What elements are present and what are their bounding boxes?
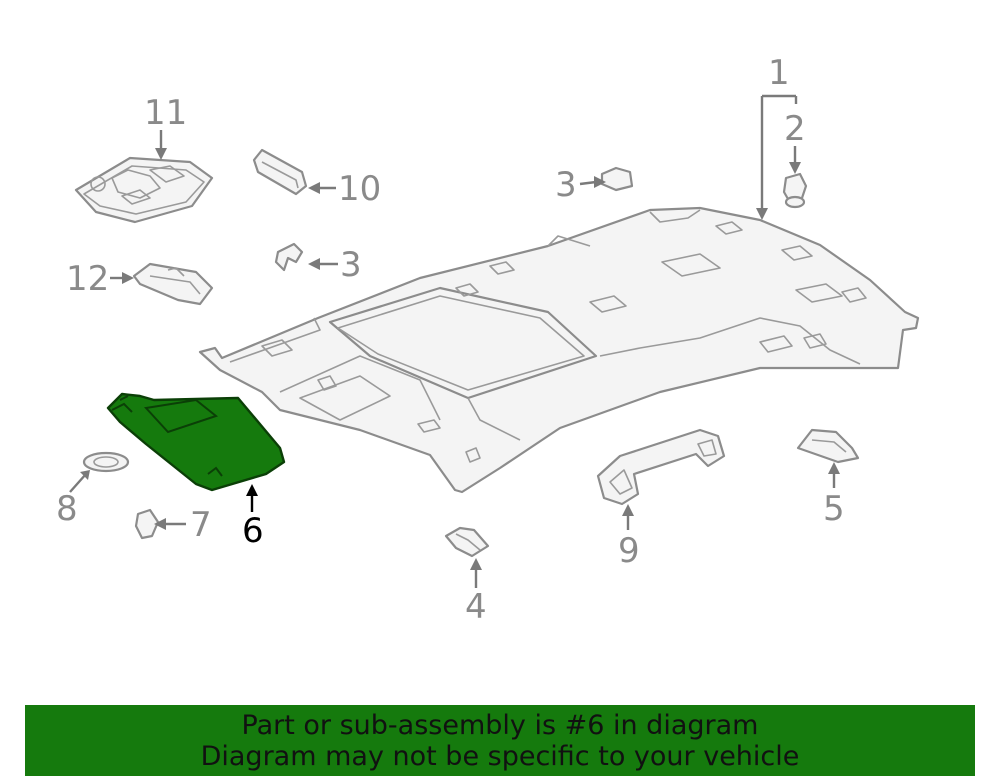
callout-8: 8 xyxy=(56,489,78,529)
retainer-part xyxy=(782,172,808,209)
parts-diagram: 1 2 3 3 4 5 6 7 8 9 10 11 12 xyxy=(56,53,920,627)
visor-holder-part xyxy=(82,451,130,473)
callout-12: 12 xyxy=(66,259,109,299)
console-lamp-part xyxy=(74,156,214,224)
leader-lines xyxy=(69,94,840,588)
callout-11: 11 xyxy=(144,93,187,133)
headliner-part xyxy=(198,206,920,494)
clip-part-lower xyxy=(274,242,304,272)
callout-9: 9 xyxy=(618,531,640,571)
part-info-banner: Part or sub-assembly is #6 in diagram Di… xyxy=(25,705,975,776)
grab-handle-part xyxy=(596,428,726,506)
callout-2: 2 xyxy=(784,109,806,149)
callout-10: 10 xyxy=(338,169,381,209)
banner-line-disclaimer: Diagram may not be specific to your vehi… xyxy=(200,740,800,772)
visor-clip-part xyxy=(134,508,160,540)
banner-line-part: Part or sub-assembly is #6 in diagram xyxy=(241,709,759,741)
callout-3-lower: 3 xyxy=(340,245,362,285)
callout-1: 1 xyxy=(768,53,790,93)
callout-7: 7 xyxy=(190,505,212,545)
bracket-part xyxy=(444,526,490,558)
map-lamp-part xyxy=(132,262,214,306)
bracket-part-5 xyxy=(796,428,860,464)
callout-3-upper: 3 xyxy=(555,165,577,205)
lamp-lens-part xyxy=(252,148,308,196)
callout-4: 4 xyxy=(465,587,487,627)
callout-6: 6 xyxy=(242,511,264,551)
sun-visor-part xyxy=(106,392,286,492)
clip-part-upper xyxy=(600,166,634,192)
callout-5: 5 xyxy=(823,489,845,529)
